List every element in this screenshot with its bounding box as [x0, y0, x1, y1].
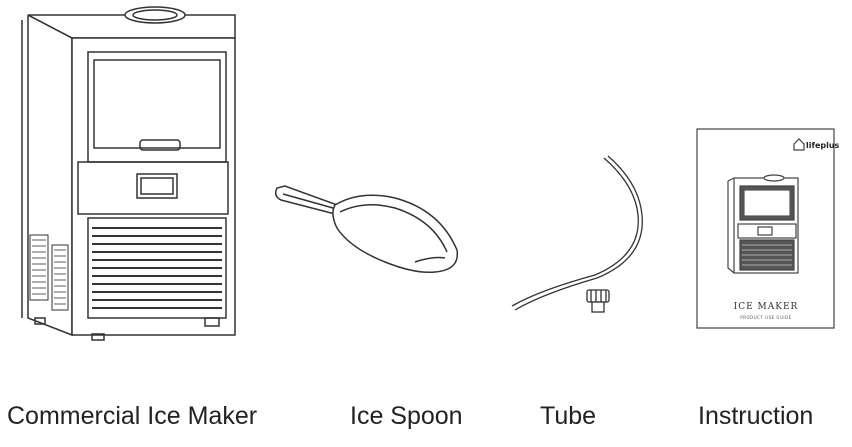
booklet-brand: lifeplus [806, 141, 840, 150]
tube-illustration [500, 0, 650, 330]
booklet-subtitle: PRODUCT USE GUIDE [740, 315, 792, 320]
caption-instruction: Instruction [698, 402, 814, 430]
caption-ice-spoon: Ice Spoon [350, 402, 463, 430]
ice-spoon-illustration [265, 0, 475, 300]
caption-ice-maker: Commercial Ice Maker [7, 402, 258, 430]
instruction-booklet-illustration: lifeplus ICE MAKER PRODUCT USE GUIDE [696, 128, 840, 330]
caption-tube: Tube [540, 402, 597, 430]
booklet-title: ICE MAKER [733, 302, 799, 312]
ice-maker-illustration [0, 0, 260, 360]
